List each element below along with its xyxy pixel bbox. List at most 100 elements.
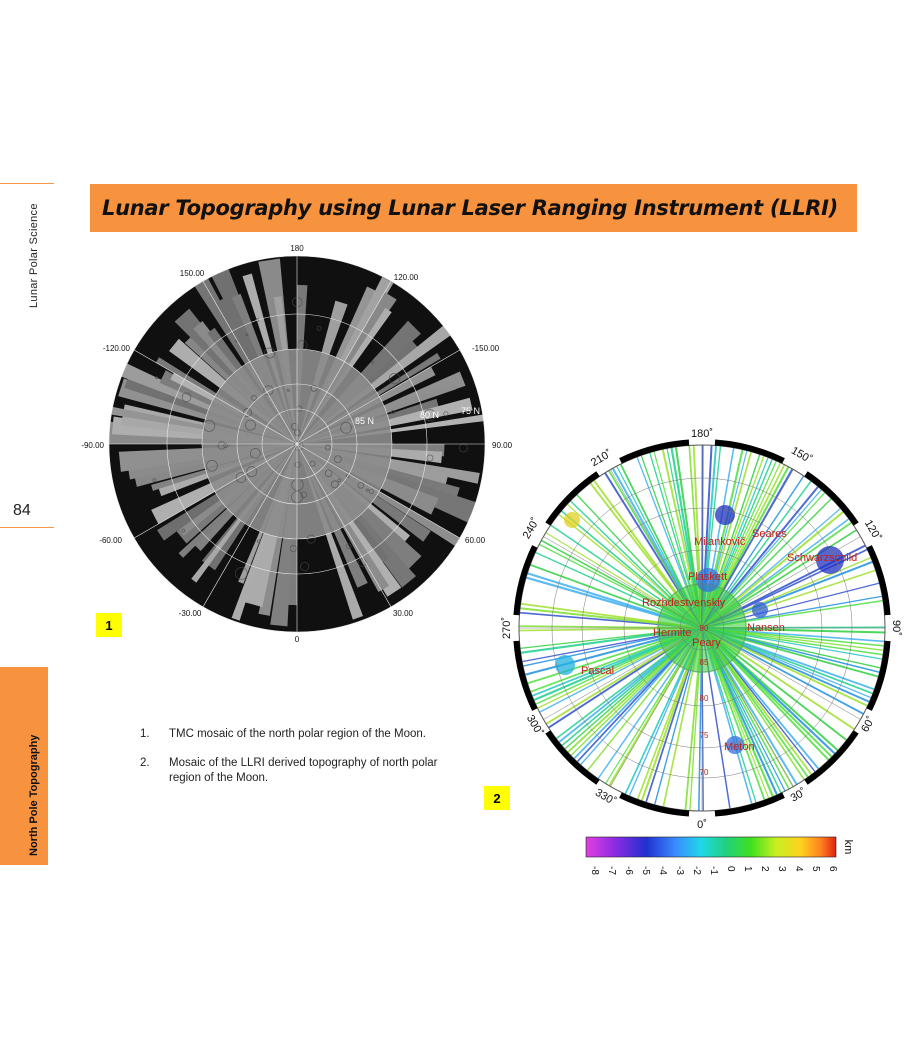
tmc-longitude-label: -90.00 xyxy=(81,441,104,450)
llri-track xyxy=(698,627,703,811)
tmc-meridian xyxy=(296,443,460,539)
tmc-crater xyxy=(423,409,436,422)
llri-track xyxy=(701,451,753,629)
tmc-latitude-label: 85 N xyxy=(355,416,374,426)
tmc-strip xyxy=(297,307,392,444)
llri-depression xyxy=(726,736,744,754)
llri-track xyxy=(662,627,703,808)
colorbar-tick-label: -8 xyxy=(589,866,600,875)
llri-track xyxy=(558,627,703,743)
llri-track xyxy=(701,544,866,629)
llri-track xyxy=(701,507,841,629)
llri-ring-segment xyxy=(545,730,600,785)
llri-track xyxy=(701,450,748,629)
llri-track xyxy=(653,627,703,805)
llri-track xyxy=(653,451,703,629)
llri-track xyxy=(701,582,880,629)
tmc-meridian xyxy=(134,349,298,445)
tmc-crater xyxy=(255,318,260,322)
llri-track xyxy=(519,625,703,629)
tmc-crater xyxy=(235,567,248,580)
llri-ring-segment xyxy=(714,792,785,817)
tmc-latitude-ring xyxy=(201,348,393,540)
llri-latitude-ring xyxy=(657,583,747,673)
llri-longitude-label: 210˚ xyxy=(589,448,614,469)
llri-track xyxy=(701,627,778,796)
tmc-crater xyxy=(294,429,301,437)
tmc-crater xyxy=(337,478,342,483)
llri-track xyxy=(674,446,704,629)
tmc-strip xyxy=(297,286,378,444)
tmc-strip xyxy=(297,444,460,502)
llri-track xyxy=(640,455,703,629)
tmc-strip xyxy=(175,444,297,536)
llri-track xyxy=(519,607,703,630)
tmc-crater xyxy=(330,480,339,489)
llri-track xyxy=(531,627,703,697)
llri-track xyxy=(701,557,872,629)
llri-track xyxy=(670,447,704,629)
tmc-latitude-ring xyxy=(166,313,428,575)
llri-core xyxy=(657,583,747,673)
llri-track xyxy=(701,627,786,792)
llri-track xyxy=(701,445,704,629)
tmc-crater xyxy=(316,325,322,331)
llri-ring-segment xyxy=(804,730,859,785)
llri-depression xyxy=(715,505,735,525)
llri-track xyxy=(701,548,868,629)
llri-track xyxy=(701,627,872,699)
tmc-strip xyxy=(158,444,297,497)
tmc-crater xyxy=(245,419,256,431)
llri-track xyxy=(640,627,704,802)
tmc-strip xyxy=(157,444,297,541)
llri-track xyxy=(701,466,790,629)
llri-track xyxy=(701,627,816,773)
llri-track xyxy=(701,627,782,794)
llri-track xyxy=(569,500,703,629)
tmc-longitude-label: -150.00 xyxy=(472,344,500,353)
tmc-strip xyxy=(297,444,484,526)
tmc-crater xyxy=(242,407,253,418)
tmc-crater xyxy=(443,411,449,417)
title-bar: Lunar Topography using Lunar Laser Rangi… xyxy=(90,184,857,232)
colorbar-tick-label: -6 xyxy=(623,866,634,875)
llri-track xyxy=(555,627,703,740)
tmc-strip xyxy=(231,293,297,444)
llri-track xyxy=(701,464,786,629)
tmc-crater xyxy=(206,459,218,472)
tmc-strip xyxy=(297,444,411,543)
tmc-strip xyxy=(155,357,297,444)
tmc-crater xyxy=(246,466,258,478)
llri-track xyxy=(636,456,703,629)
llri-track xyxy=(701,627,766,801)
llri-track xyxy=(701,518,850,629)
llri-track xyxy=(701,468,794,629)
llri-track xyxy=(684,627,703,811)
tmc-strip xyxy=(297,414,485,444)
llri-longitude-label: 90˚ xyxy=(890,620,902,636)
tmc-strip xyxy=(170,371,297,444)
tmc-strip xyxy=(297,444,422,570)
llri-track xyxy=(537,627,703,709)
tmc-strip xyxy=(231,444,297,621)
sidebar-top-rule xyxy=(0,183,54,184)
tmc-strip xyxy=(297,383,457,444)
colorbar-tick-label: 2 xyxy=(759,866,770,872)
tmc-strip xyxy=(118,378,297,444)
llri-track xyxy=(535,627,703,705)
llri-graticule xyxy=(519,445,885,811)
llri-track xyxy=(519,627,703,632)
tmc-crater xyxy=(293,440,304,451)
llri-track xyxy=(701,627,870,703)
llri-latitude-label: 75 xyxy=(700,731,709,740)
tmc-strip xyxy=(215,298,297,444)
page-title: Lunar Topography using Lunar Laser Rangi… xyxy=(102,196,838,220)
tmc-strip xyxy=(297,444,445,457)
llri-ring-segment xyxy=(545,471,600,526)
llri-track xyxy=(522,627,703,667)
tmc-crater xyxy=(297,339,308,351)
llri-track xyxy=(701,627,885,647)
colorbar-tick-label: -5 xyxy=(640,866,651,875)
